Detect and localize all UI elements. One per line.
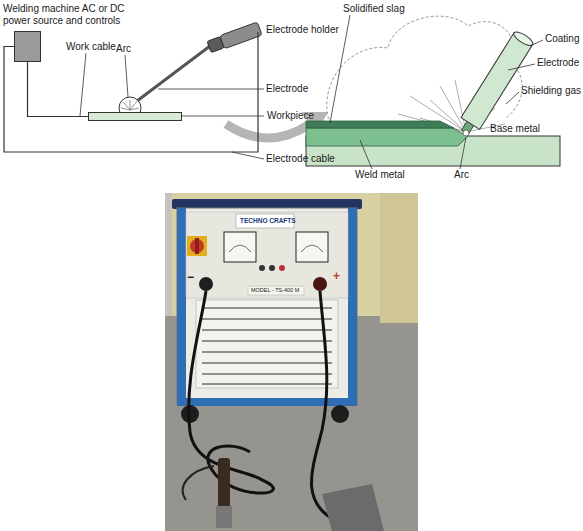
work-cable-photo <box>312 291 335 520</box>
leader-line <box>506 92 519 104</box>
grille-slot <box>202 351 332 353</box>
cable-loop <box>183 466 214 500</box>
wheel <box>331 405 349 423</box>
spark <box>130 100 131 110</box>
cable-wire <box>28 62 89 117</box>
spark <box>130 108 139 110</box>
arc-sparks <box>121 100 139 110</box>
polarity-sign: + <box>333 269 340 283</box>
machine-label: Welding machine AC or DC power source an… <box>3 3 143 27</box>
grille-slot <box>202 362 332 364</box>
leader-line <box>530 40 543 46</box>
arrow-shaft <box>226 124 310 138</box>
cable-label: Electrode cable <box>266 153 335 165</box>
vent-grille <box>196 300 338 388</box>
part-label: Electrode holder <box>266 24 339 36</box>
part-label: Electrode <box>537 57 579 69</box>
holder-jaw <box>216 506 232 528</box>
part-label: Arc <box>454 169 469 181</box>
cable-label: Work cable <box>66 41 116 53</box>
part-label: Coating <box>545 33 579 45</box>
grille-slots <box>202 308 332 384</box>
base-frame <box>177 398 357 406</box>
leader-lines <box>80 53 264 159</box>
blue-frame <box>177 208 186 404</box>
leader-line <box>80 53 86 116</box>
switch-handle <box>195 238 199 254</box>
holder-body <box>207 22 263 54</box>
grille-slot <box>202 307 332 309</box>
grille-slot <box>202 318 332 320</box>
part-label: Arc <box>116 43 131 55</box>
slag-layer <box>306 121 454 128</box>
spatter-line <box>455 80 466 132</box>
leader-line <box>182 116 264 117</box>
leader-line <box>508 64 535 70</box>
electrode-stick <box>456 29 535 137</box>
holder-outline <box>204 26 264 52</box>
leader-line <box>125 55 128 97</box>
part-label: Base metal <box>490 123 540 135</box>
model-plate <box>248 286 304 295</box>
positive-terminal <box>313 277 327 291</box>
electrode-cable-photo <box>189 291 274 493</box>
part-label: Solidified slag <box>343 3 405 15</box>
part-label: Electrode <box>266 83 308 95</box>
front-panel <box>186 212 348 298</box>
panel-button <box>259 265 265 271</box>
cable-wire <box>4 47 258 153</box>
ammeter <box>224 232 256 262</box>
holder-handle <box>218 458 230 510</box>
grille-slot <box>202 373 332 375</box>
part-label: Shielding gas <box>521 85 581 97</box>
meter-scale <box>229 245 251 252</box>
voltmeter <box>296 232 328 262</box>
machine-photo <box>165 193 418 531</box>
holder-handle <box>220 22 262 49</box>
rotary-switch <box>190 239 204 253</box>
spark <box>121 108 130 110</box>
polarity-sign: − <box>187 270 194 284</box>
cable-stub <box>257 32 258 52</box>
panel-button <box>279 265 285 271</box>
blue-frame <box>348 208 357 404</box>
workpiece-plate: Workpiece <box>88 112 182 121</box>
electrode-rod <box>133 46 210 104</box>
grille-slot <box>202 340 332 342</box>
electrode-holder: Electrode holder <box>204 26 264 52</box>
leader-line <box>158 89 264 90</box>
left-schematic <box>80 46 264 159</box>
switch-plate <box>187 236 207 256</box>
weld-metal-bead <box>306 128 468 146</box>
ground-clamp <box>322 484 384 531</box>
part-label: Workpiece <box>267 110 314 122</box>
brand-text: TECHNO CRAFTS <box>240 217 296 225</box>
grille-slot <box>202 329 332 331</box>
meter-scale <box>301 245 323 252</box>
leader-line <box>232 152 264 159</box>
part-label: Weld metal <box>355 169 405 181</box>
leader-line <box>460 137 466 169</box>
leader-lines <box>330 15 543 169</box>
arc-point <box>463 130 469 136</box>
model-text: MODEL - TS-400 M <box>251 287 299 294</box>
electrode-coating <box>461 33 533 129</box>
grille-slot <box>202 383 332 385</box>
wall-pipe <box>165 193 172 333</box>
panel-button <box>269 265 275 271</box>
leader-line <box>360 140 372 169</box>
wall-shade <box>380 193 418 323</box>
negative-terminal <box>199 277 213 291</box>
power-source-box: Welding machine AC or DC power source an… <box>14 31 41 62</box>
